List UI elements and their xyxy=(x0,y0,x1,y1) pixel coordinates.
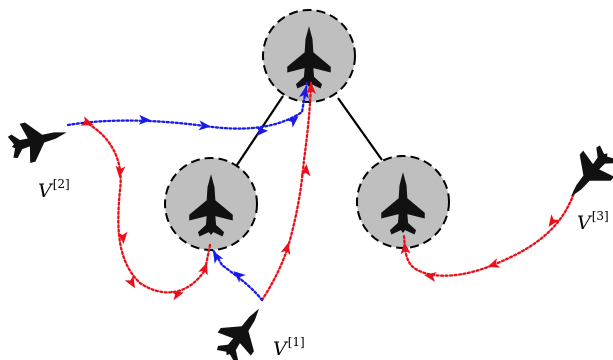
trajectory-v3-red xyxy=(402,188,577,277)
trajectory-arrows xyxy=(80,82,560,301)
fighter-jet-icon xyxy=(5,112,72,167)
label-v3: V[3] xyxy=(577,209,609,234)
formation-node-leader xyxy=(262,9,356,103)
edge-leader-right xyxy=(337,97,383,161)
trajectory-v2-red xyxy=(83,120,212,294)
fighter-jet-icon xyxy=(209,297,276,360)
trajectory-v2-blue xyxy=(66,81,309,130)
fighter-jet-icon xyxy=(555,139,613,210)
label-v2: V[2] xyxy=(38,177,70,202)
formation-node-right xyxy=(356,155,450,249)
label-v1: V[1] xyxy=(273,335,305,360)
trajectory-v1-red xyxy=(260,81,313,302)
formation-node-left xyxy=(164,157,258,251)
